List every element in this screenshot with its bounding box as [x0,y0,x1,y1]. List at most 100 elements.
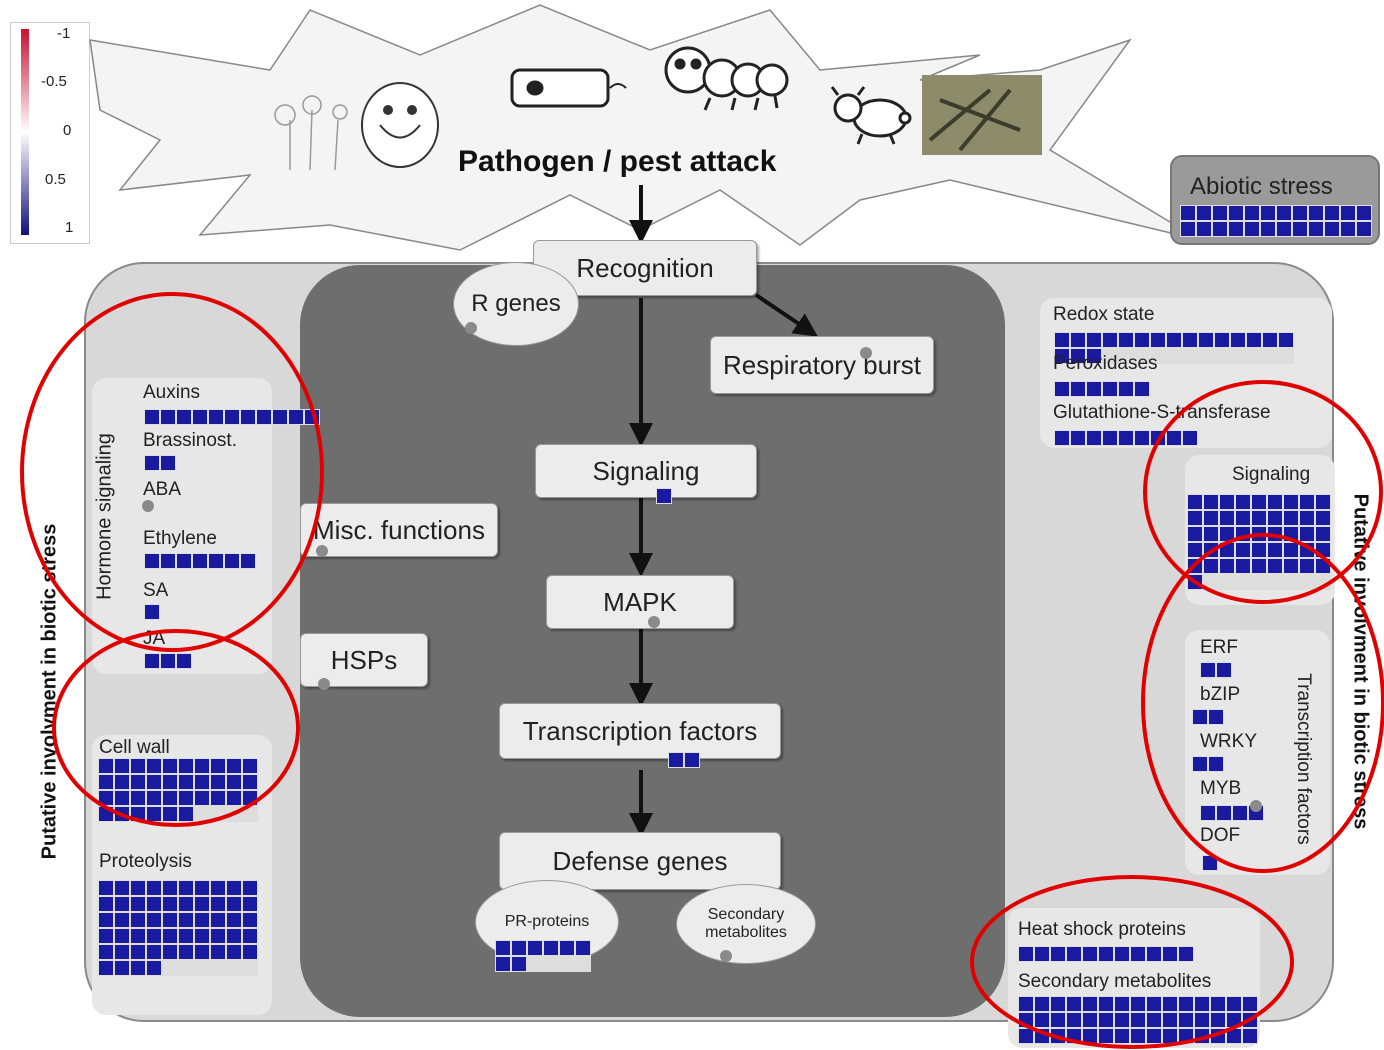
heatmap-cell [1284,495,1298,509]
recognition-box[interactable]: Recognition [533,240,757,296]
heatmap-cell [243,881,257,895]
mapk-box[interactable]: MAPK [546,575,734,629]
misc-functions-box[interactable]: Misc. functions [300,503,498,557]
heatmap-cell [544,941,558,955]
heatmap-cell [209,554,223,568]
heatmap-cell [1231,333,1245,347]
heatmap-cell [1252,543,1266,557]
hsps-box[interactable]: HSPs [300,633,428,687]
heatmap-cell [1135,431,1149,445]
heatmap-cell [131,929,145,943]
heatmap-cell [1268,543,1282,557]
heatmap-cell [99,881,113,895]
heatmap-cell [1268,559,1282,573]
bacterium-icon [510,68,627,108]
heatmap-cell [1309,222,1323,236]
heatmap-cell [195,759,209,773]
heatmap-cell [1103,333,1117,347]
heatmap-cell [496,941,510,955]
heatmap-cell [115,961,129,975]
heatmap-cell [1357,206,1371,220]
respiratory-burst-box[interactable]: Respiratory burst [710,336,934,394]
heatmap-cell [1087,431,1101,445]
heatmap-cell [1188,511,1202,525]
heatmap-cell [227,897,241,911]
hormone-sa-grid [144,604,160,620]
signaling-box[interactable]: Signaling [535,444,757,498]
heatmap-cell [147,791,161,805]
tf-bzip: bZIP [1200,684,1241,705]
heatmap-cell [1279,333,1293,347]
heatmap-cell [1236,511,1250,525]
heatmap-cell [1201,663,1215,677]
heatmap-cell [195,945,209,959]
heatmap-cell [163,775,177,789]
attack-title: Pathogen / pest attack [458,145,777,178]
tf-erf-grid [1200,662,1232,678]
heatmap-cell [1188,495,1202,509]
abiotic-stress-box[interactable]: Abiotic stress [1170,155,1380,245]
heatmap-cell [243,897,257,911]
heatmap-cell [1055,349,1069,363]
heatmap-cell [227,913,241,927]
heatmap-cell [161,410,175,424]
secondary-grid [1018,996,1258,1044]
heatmap-cell [1099,947,1113,961]
heatmap-cell [1293,222,1307,236]
pr-proteins-label: PR-proteins [504,913,590,930]
heatmap-cell [163,791,177,805]
heatmap-cell [227,775,241,789]
tf-bzip-grid [1192,709,1224,725]
heat-shock-label: Heat shock proteins [1018,919,1186,940]
heatmap-cell [1227,1013,1241,1027]
heatmap-cell [243,929,257,943]
heatmap-cell [1284,511,1298,525]
redox-panel [1040,298,1332,448]
heatmap-cell [1115,1013,1129,1027]
secondary-metabolites-dot [720,950,732,962]
highlight-bottom-right [970,875,1294,1049]
heatmap-cell [131,775,145,789]
legend-tick-3: 0 [63,122,72,139]
legend-tick-2: -0.5 [41,73,67,90]
heatmap-cell [163,881,177,895]
heatmap-cell [1252,511,1266,525]
heatmap-cell [1019,1029,1033,1043]
heatmap-cell [1163,997,1177,1011]
heatmap-cell [179,897,193,911]
heatmap-cell [1227,997,1241,1011]
heatmap-cell [243,913,257,927]
heatmap-cell [211,929,225,943]
heatmap-cell [1201,806,1215,820]
heatmap-cell [1147,1029,1161,1043]
heatmap-cell [1209,757,1223,771]
highlight-hormone [20,292,324,652]
heatmap-cell [1220,559,1234,573]
heatmap-cell [1284,543,1298,557]
peroxidases-label: Peroxidases [1053,353,1158,374]
secondary-metabolites-bubble[interactable]: Secondary metabolites [676,884,816,964]
heatmap-cell [1147,947,1161,961]
transcription-factors-box[interactable]: Transcription factors [499,703,781,759]
heatmap-cell [1183,431,1197,445]
legend-colorbar [21,29,29,235]
heatmap-cell [1167,431,1181,445]
heatmap-cell [1151,333,1165,347]
heatmap-cell [1119,382,1133,396]
heatmap-cell [669,753,683,767]
legend-tick-1: -1 [57,25,71,42]
heatmap-cell [1019,997,1033,1011]
transcription-factors-grid [668,752,700,768]
heatmap-cell [163,945,177,959]
heatmap-cell [147,961,161,975]
hormone-sa: SA [143,580,169,601]
heatmap-cell [211,759,225,773]
heatmap-cell [145,554,159,568]
heatmap-cell [1188,527,1202,541]
heatmap-cell [273,410,287,424]
heatmap-cell [1293,206,1307,220]
highlight-tf [1141,533,1384,873]
heatmap-cell [147,881,161,895]
heatmap-cell [1163,947,1177,961]
abiotic-stress-grid [1180,205,1372,237]
